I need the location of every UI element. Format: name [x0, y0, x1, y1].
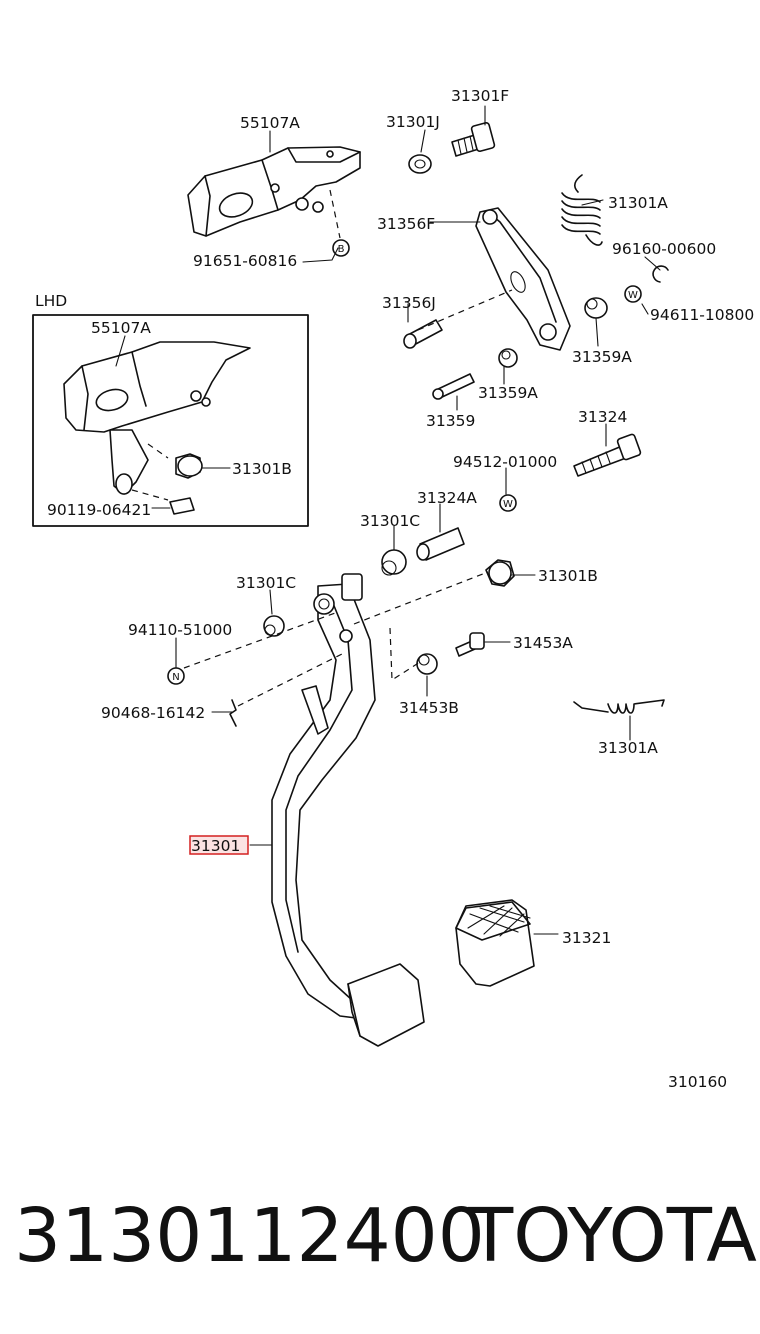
bushing-31359A-right — [584, 297, 608, 319]
label-31321: 31321 — [562, 929, 611, 947]
label-90119-06421: 90119-06421 — [47, 501, 151, 519]
label-31359A-mid: 31359A — [478, 384, 538, 402]
label-31359A-right: 31359A — [572, 348, 632, 366]
marker-W-1 — [624, 285, 642, 303]
label-31324A: 31324A — [417, 489, 477, 507]
return-spring-31301A-bottom — [573, 699, 665, 714]
label-31301A-top: 31301A — [608, 194, 668, 212]
bolt-31453A — [455, 632, 485, 657]
label-31359: 31359 — [426, 412, 475, 430]
label-31453B: 31453B — [399, 699, 459, 717]
part-number: 3130112400 — [14, 1193, 485, 1279]
brand-name: TOYOTA — [468, 1193, 757, 1279]
label-31301: 31301 — [191, 837, 240, 855]
lhd-inset — [32, 314, 309, 527]
label-94110-51000: 94110-51000 — [128, 621, 232, 639]
label-31301C-left: 31301C — [236, 574, 296, 592]
marker-W-2 — [499, 494, 517, 512]
bushing-31301J — [408, 154, 432, 174]
pin-31356J — [403, 319, 443, 349]
cushion-31301B-right — [485, 559, 515, 587]
label-31301B-lhd: 31301B — [232, 460, 292, 478]
label-31324: 31324 — [578, 408, 627, 426]
pin-31359 — [432, 373, 475, 400]
bushing-31301C-left — [263, 615, 285, 637]
marker-letter-W1: W — [628, 290, 638, 301]
label-LHD: LHD — [35, 292, 67, 310]
label-31356F: 31356F — [377, 215, 435, 233]
clip-90468 — [229, 699, 237, 727]
clip-96160 — [652, 265, 669, 283]
pedal-bracket-55107A — [187, 146, 361, 237]
bolt-31324 — [573, 433, 642, 477]
return-spring-31301A — [561, 174, 603, 246]
label-91651-60816: 91651-60816 — [193, 252, 297, 270]
label-31301B-right: 31301B — [538, 567, 598, 585]
marker-letter-N: N — [172, 672, 179, 683]
marker-letter-B: B — [338, 244, 345, 255]
marker-letter-W2: W — [503, 499, 513, 510]
collar-31324A — [416, 527, 465, 561]
label-310160: 310160 — [668, 1073, 727, 1091]
dashed-assembly-lines — [131, 189, 513, 707]
label-96160-00600: 96160-00600 — [612, 240, 716, 258]
pedal-pad-31321 — [455, 899, 535, 987]
pedal-arm-31301 — [271, 573, 376, 1019]
label-31301A-bottom: 31301A — [598, 739, 658, 757]
label-31301J: 31301J — [386, 113, 440, 131]
link-31356F — [475, 207, 571, 351]
label-90468-16142: 90468-16142 — [101, 704, 205, 722]
pedal-pad-on-arm — [347, 963, 425, 1047]
bushing-31359A-mid — [498, 348, 518, 368]
bushing-31453B — [416, 653, 438, 675]
label-31301F: 31301F — [451, 87, 509, 105]
label-31453A: 31453A — [513, 634, 573, 652]
bolt-31301F — [451, 121, 496, 157]
leader-lines — [115, 105, 661, 935]
marker-B — [332, 239, 350, 257]
highlight-box — [189, 835, 249, 855]
label-55107A-lhd: 55107A — [91, 319, 151, 337]
label-31356J: 31356J — [382, 294, 436, 312]
label-55107A-top: 55107A — [240, 114, 300, 132]
label-94512-01000: 94512-01000 — [453, 453, 557, 471]
label-94611-10800: 94611-10800 — [650, 306, 754, 324]
bushing-31301C-right — [381, 549, 407, 576]
label-31301C-right: 31301C — [360, 512, 420, 530]
